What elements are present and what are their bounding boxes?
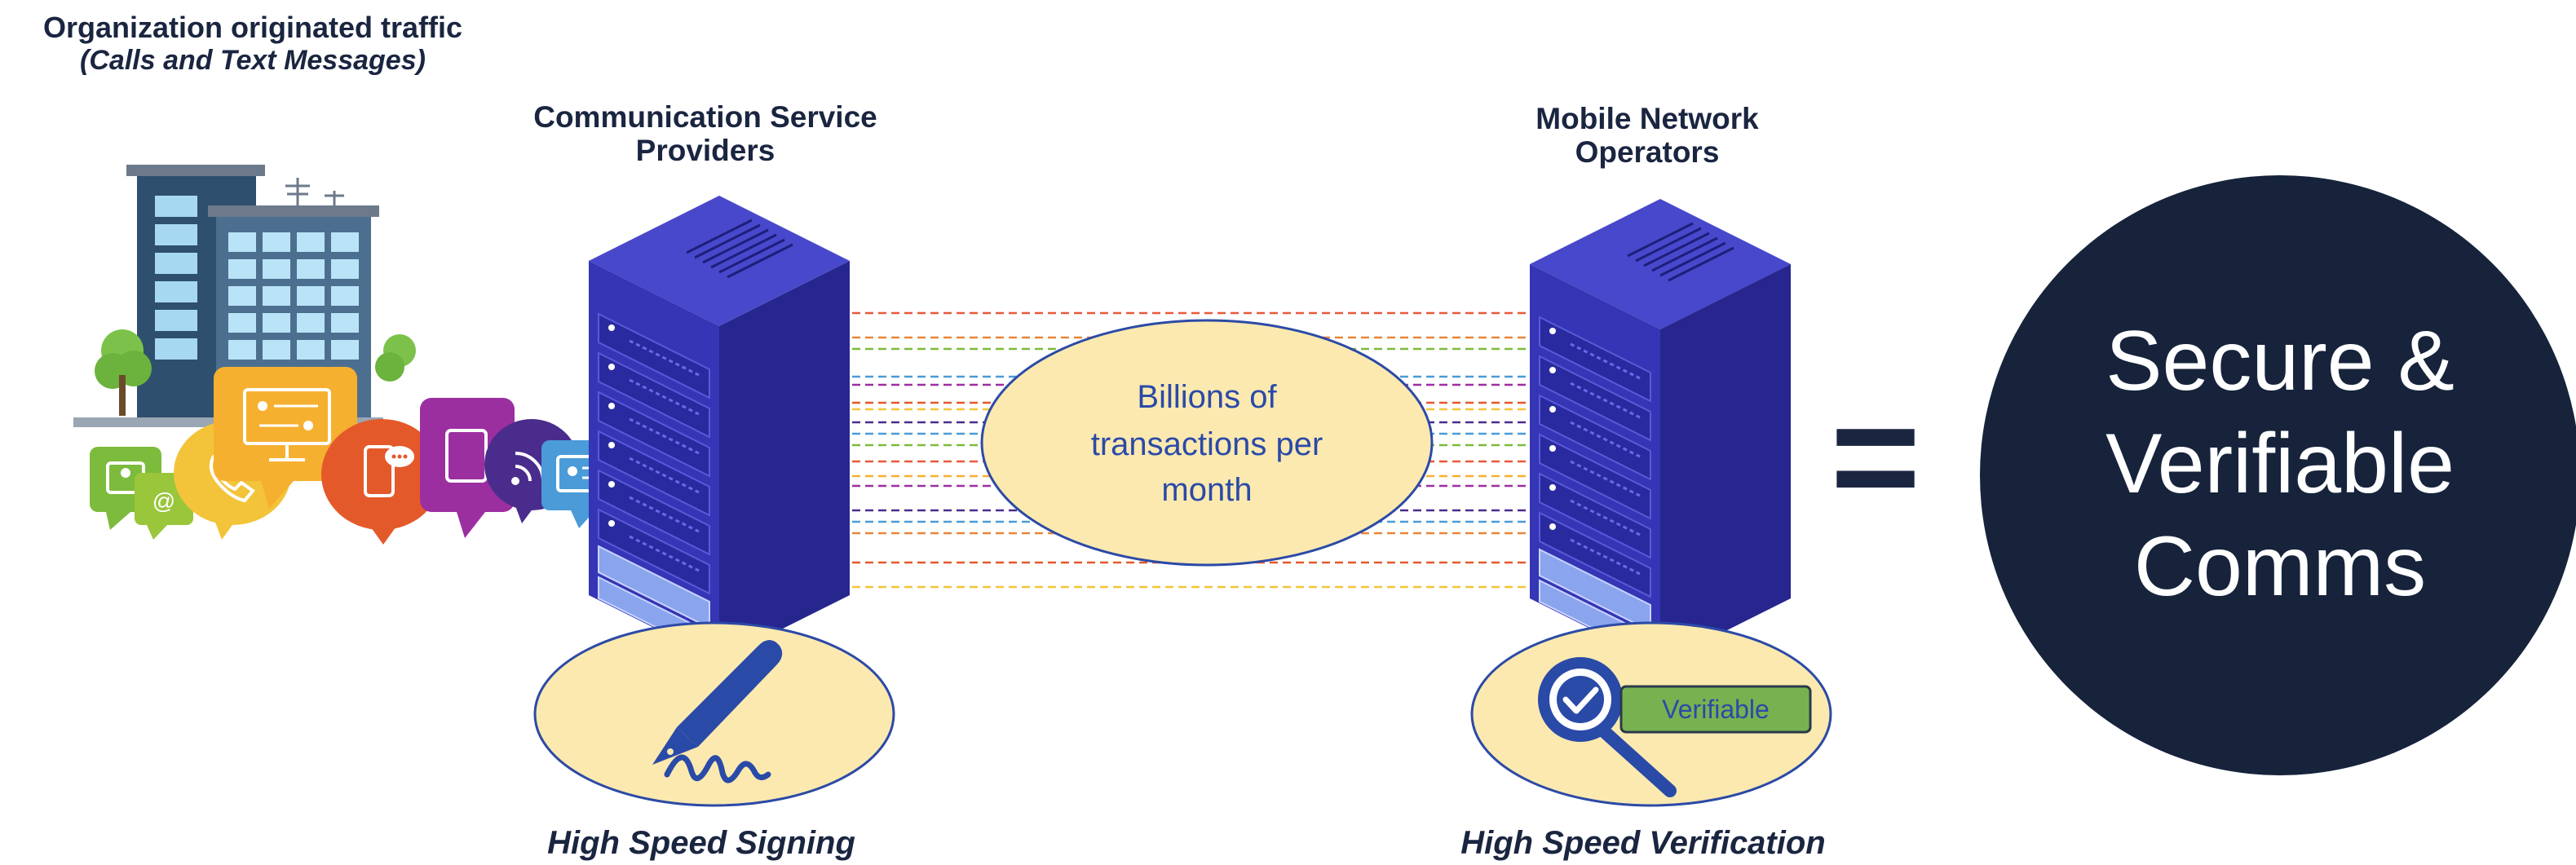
fountain-pen-signature-icon bbox=[652, 640, 783, 783]
transactions-bubble: Billions of transactions per month bbox=[980, 319, 1434, 567]
result-line1: Secure & bbox=[2105, 314, 2454, 408]
mno-server-rack-icon bbox=[1530, 199, 1791, 664]
org-traffic-subtitle: (Calls and Text Messages) bbox=[80, 45, 426, 76]
svg-text:@: @ bbox=[152, 488, 175, 514]
org-traffic-title: Organization originated traffic bbox=[42, 11, 463, 44]
csp-server-rack-icon bbox=[589, 196, 850, 660]
signing-caption: High Speed Signing bbox=[547, 825, 855, 861]
center-line2: transactions per bbox=[1091, 426, 1323, 462]
center-line3: month bbox=[1161, 472, 1252, 508]
verification-caption: High Speed Verification bbox=[1460, 825, 1826, 861]
transaction-lines bbox=[852, 311, 1582, 589]
result-line3: Comms bbox=[2134, 519, 2426, 614]
verifiable-tag-label: Verifiable bbox=[1662, 695, 1770, 724]
equals-sign: = bbox=[1831, 370, 1921, 543]
monitor-bubble-icon bbox=[214, 367, 357, 509]
magnifier-check-icon bbox=[1538, 657, 1677, 797]
tree-icon bbox=[95, 329, 416, 416]
mobile-chat-bubble-icon bbox=[321, 419, 442, 545]
email-bubble-icon: @ bbox=[90, 447, 193, 540]
result-line2: Verifiable bbox=[2105, 417, 2454, 511]
verifiable-tag bbox=[1619, 685, 1812, 734]
signing-badge bbox=[533, 621, 895, 807]
verification-badge: Verifiable bbox=[1470, 621, 1832, 807]
center-line1: Billions of bbox=[1137, 379, 1277, 415]
result-circle: Secure & Verifiable Comms bbox=[1980, 175, 2576, 775]
